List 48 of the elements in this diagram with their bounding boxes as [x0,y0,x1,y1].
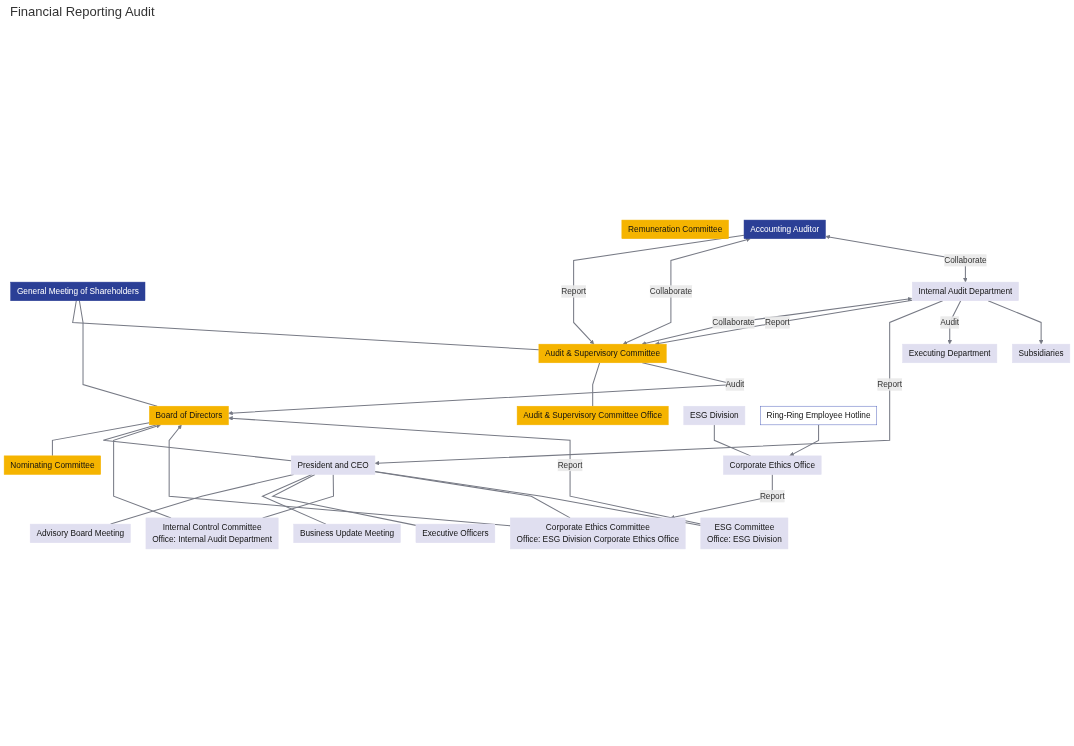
edge-label: Audit [940,317,960,327]
node-box: ESG Committee Office: ESG Division [700,517,789,550]
node-box: Audit & Supervisory Committee [538,343,667,364]
node-box: General Meeting of Shareholders [10,281,146,301]
node-box: Internal Audit Department [912,281,1019,301]
edge-label: Collaborate [649,286,693,296]
edge-label: Collaborate [944,255,987,265]
node-box: Remuneration Committee [621,219,729,239]
edge-label: Report [764,317,790,327]
edge-label: Report [877,379,903,389]
arrow [168,424,511,527]
connector [592,362,601,407]
arrow [789,424,820,457]
node-box: Advisory Board Meeting [29,523,131,543]
node-box: Internal Control Committee Office: Internal Audit Department [145,517,279,550]
node-box: Subsidiaries [1012,343,1071,364]
arrow [947,300,962,345]
connector [271,473,417,526]
node-box: Nominating Committee [3,455,101,475]
edge-label: Report [557,460,583,470]
edge-label: Collaborate [712,317,755,327]
connector [102,424,292,462]
node-box: Board of Directors [149,405,229,426]
edge-label: Audit [725,379,745,389]
connector [72,300,540,351]
node-box: ESG Division [683,405,746,426]
arrow [228,416,702,525]
node-box: Corporate Ethics Committee Office: ESG Division Corporate Ethics Office [510,517,686,550]
arrow [987,300,1044,345]
node-box: Executive Officers [415,523,496,543]
connector [78,300,158,407]
edge-label: Report [561,286,587,296]
node-box: Business Update Meeting [293,523,401,543]
node-box: Ring-Ring Employee Hotline [760,405,877,426]
node-box: President and CEO [291,455,376,475]
node-box: Accounting Auditor [743,219,826,239]
connector [374,470,702,526]
arrow [573,234,745,345]
edge-label: Report [759,491,785,501]
arrow [622,237,751,345]
node-box: Executing Department [902,343,998,364]
node-box: Audit & Supervisory Committee Office [516,405,669,426]
node-box: Corporate Ethics Office [723,455,822,475]
connector [261,473,327,525]
note-text: Financial Reporting Audit [10,4,156,19]
arrow [374,300,944,466]
connector [51,422,150,457]
connector [374,471,571,519]
